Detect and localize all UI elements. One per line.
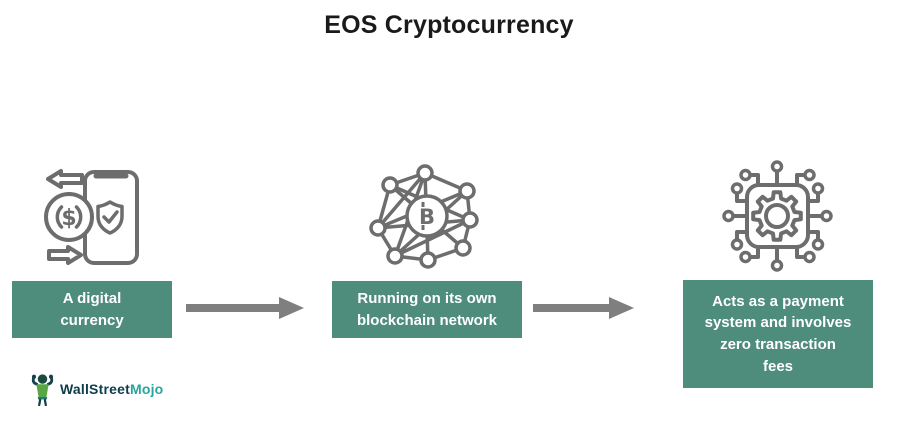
wallstreetmojo-logo[interactable]: WallStreetMojo	[30, 372, 163, 406]
chip-gear-icon	[722, 160, 833, 272]
step-label: Acts as a payment system and involves ze…	[704, 292, 852, 375]
money-transfer-phone-icon: $	[44, 169, 139, 265]
step-box-digital-currency: A digital currency	[12, 281, 172, 338]
step-box-payment-system: Acts as a payment system and involves ze…	[683, 280, 873, 388]
blockchain-network-icon: B	[369, 164, 479, 269]
step-label: Running on its own blockchain network	[356, 289, 498, 329]
mascot-icon	[31, 374, 54, 406]
flow-arrow-right-icon	[533, 297, 634, 319]
flow-arrow-right-icon	[186, 297, 304, 319]
step-box-blockchain-network: Running on its own blockchain network	[332, 281, 522, 338]
svg-text:B: B	[419, 205, 435, 229]
page-title: EOS Cryptocurrency	[324, 11, 574, 39]
logo-text: WallStreetMojo	[60, 381, 163, 397]
step-label: A digital currency	[60, 289, 124, 329]
logo-text-primary: WallStreet	[60, 381, 130, 397]
svg-text:$: $	[61, 206, 76, 231]
logo-text-secondary: Mojo	[129, 381, 164, 397]
